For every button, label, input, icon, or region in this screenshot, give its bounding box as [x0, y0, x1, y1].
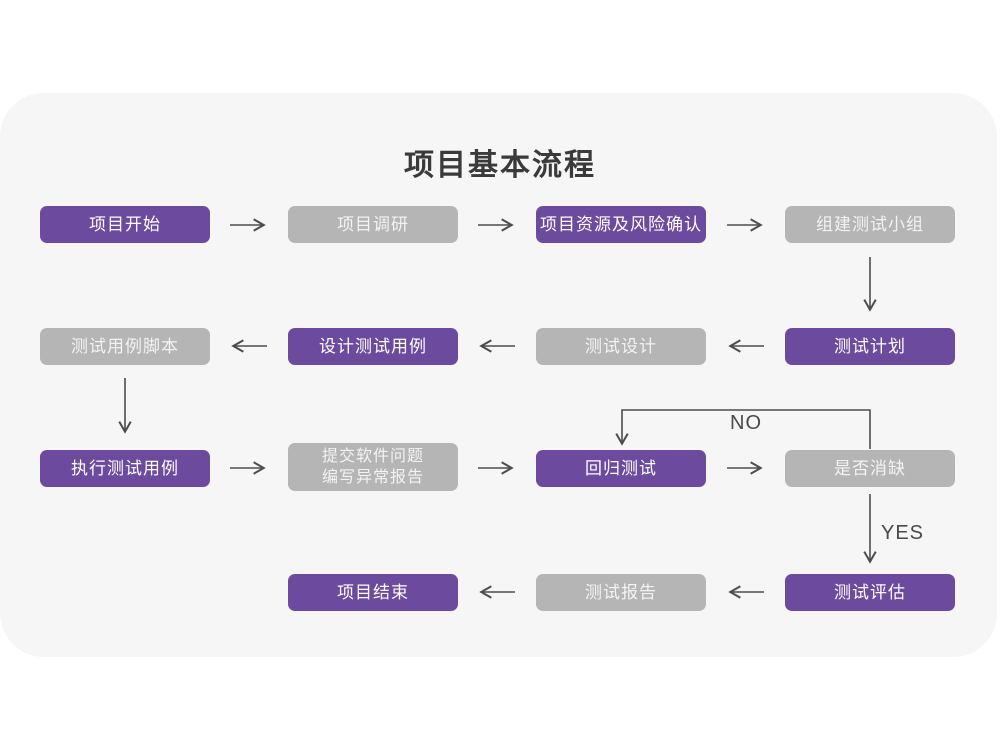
node-label: 测试用例脚本	[71, 337, 179, 356]
node-build-test-team: 组建测试小组	[785, 206, 955, 243]
node-test-evaluation: 测试评估	[785, 574, 955, 611]
node-project-end: 项目结束	[288, 574, 458, 611]
node-test-report: 测试报告	[536, 574, 706, 611]
node-submit-issues-report: 提交软件问题 编写异常报告	[288, 443, 458, 491]
node-project-research: 项目调研	[288, 206, 458, 243]
node-defect-cleared: 是否消缺	[785, 450, 955, 487]
node-label: 项目调研	[337, 215, 409, 234]
node-label: 项目结束	[337, 583, 409, 602]
node-label: 组建测试小组	[816, 215, 924, 234]
node-label: 测试评估	[834, 583, 906, 602]
edge-label-yes: YES	[881, 522, 925, 544]
node-label: 执行测试用例	[71, 459, 179, 478]
flowchart-card	[0, 93, 997, 657]
node-regression-test: 回归测试	[536, 450, 706, 487]
node-execute-test-cases: 执行测试用例	[40, 450, 210, 487]
node-label: 提交软件问题 编写异常报告	[321, 448, 424, 486]
node-label: 项目资源及风险确认	[540, 215, 702, 234]
node-test-plan: 测试计划	[785, 328, 955, 365]
node-test-case-scripts: 测试用例脚本	[40, 328, 210, 365]
diagram-title: 项目基本流程	[404, 149, 596, 182]
node-resource-risk-confirm: 项目资源及风险确认	[536, 206, 706, 243]
node-label: 测试设计	[585, 337, 657, 356]
node-label: 回归测试	[585, 459, 657, 478]
node-design-test-cases: 设计测试用例	[288, 328, 458, 365]
arrow-no-loop	[615, 409, 871, 449]
node-project-start: 项目开始	[40, 206, 210, 243]
node-label: 测试报告	[585, 583, 657, 602]
edge-label-no: NO	[730, 412, 762, 434]
node-test-design: 测试设计	[536, 328, 706, 365]
node-label: 测试计划	[834, 337, 906, 356]
node-label: 设计测试用例	[319, 337, 427, 356]
node-label: 项目开始	[89, 215, 161, 234]
node-label: 是否消缺	[834, 459, 906, 478]
